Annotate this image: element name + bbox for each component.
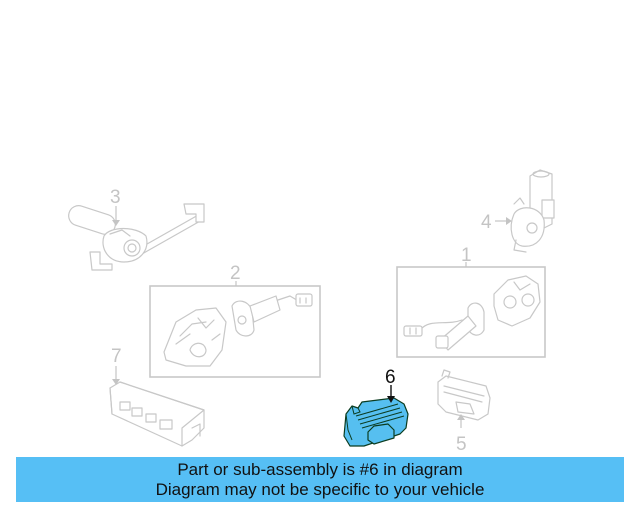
callout-5-number: 5 — [456, 434, 467, 455]
part-7-control-module[interactable] — [109, 381, 205, 447]
banner-part-note: Part or sub-assembly is #6 in diagram — [177, 459, 463, 479]
callout-6-number: 6 — [385, 367, 396, 388]
callout-3: 3 — [110, 187, 121, 226]
callout-4-number: 4 — [481, 212, 492, 233]
part-6-highlighted-module[interactable] — [343, 397, 409, 447]
part-3-motor-assembly[interactable] — [66, 203, 205, 271]
callout-2-number: 2 — [230, 263, 241, 284]
callout-3-number: 3 — [110, 187, 121, 208]
banner-disclaimer: Diagram may not be specific to your vehi… — [155, 479, 485, 499]
callout-2: 2 — [230, 263, 241, 286]
info-banner: Part or sub-assembly is #6 in diagram Di… — [16, 457, 624, 502]
callout-7: 7 — [111, 346, 122, 385]
callout-4: 4 — [481, 212, 512, 233]
part-2-assembly-group[interactable] — [149, 285, 321, 378]
callout-1-number: 1 — [461, 245, 472, 266]
part-1-assembly-group[interactable] — [396, 266, 546, 358]
callout-5: 5 — [456, 414, 467, 455]
callout-6: 6 — [385, 367, 396, 403]
part-5-module[interactable] — [437, 369, 491, 421]
callout-1: 1 — [461, 245, 472, 267]
callout-7-number: 7 — [111, 346, 122, 367]
part-4-actuator-motor[interactable] — [510, 169, 555, 253]
